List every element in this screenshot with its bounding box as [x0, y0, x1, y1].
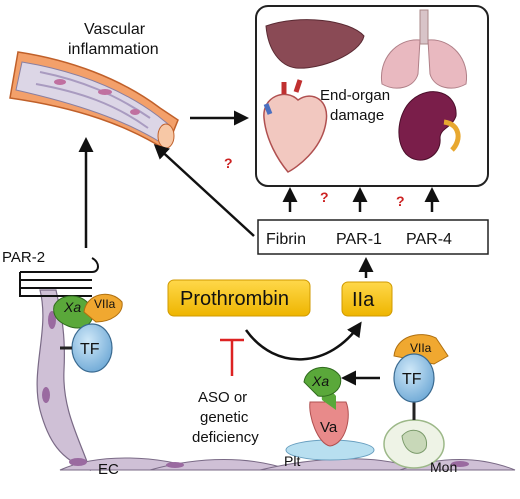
fibrin-label: Fibrin [266, 231, 306, 248]
arrow-receptors-to-vessel [153, 143, 255, 237]
aso-label-2: genetic [200, 409, 249, 426]
ec-xa-label: Xa [63, 299, 81, 315]
plt-va-label: Va [320, 419, 338, 436]
iia-box [341, 281, 393, 317]
lungs-icon [380, 9, 468, 89]
ec-tf-label: TF [80, 341, 100, 358]
question-mark-par1-par4: ? [396, 193, 405, 209]
arrow-prothrombin-to-iia [244, 321, 362, 361]
liver-icon [265, 19, 365, 69]
heart-icon [263, 79, 328, 173]
mon-tf-label: TF [402, 371, 422, 388]
receptor-box [257, 219, 489, 255]
endorgan-label-2: damage [330, 107, 384, 124]
prothrombin-box [167, 279, 311, 317]
vascular-label-2: inflammation [68, 41, 159, 58]
par1-label: PAR-1 [336, 231, 382, 248]
mon-label: Mon [430, 459, 457, 475]
plt-label: Plt [284, 453, 300, 469]
question-mark-fibrin-par1: ? [320, 189, 329, 205]
kidney-icon [398, 91, 461, 161]
par2-receptor-icon [19, 257, 99, 297]
endorgan-label-1: End-organ [320, 87, 390, 104]
par4-label: PAR-4 [406, 231, 452, 248]
question-mark-center: ? [224, 155, 233, 171]
mon-viia-label: VIIa [410, 341, 432, 355]
aso-label-3: deficiency [192, 429, 259, 446]
plt-xa-label: Xa [311, 373, 329, 389]
aso-label-1: ASO or [198, 389, 247, 406]
platelet-complex [285, 367, 375, 461]
vessel-illustration [9, 51, 179, 152]
ec-viia-label: VIIa [94, 297, 116, 311]
monocyte-complex [383, 334, 449, 469]
vascular-label-1: Vascular [84, 21, 146, 38]
ec-label: EC [98, 461, 119, 478]
par2-label: PAR-2 [2, 249, 45, 266]
inhibitor-symbol [220, 338, 244, 376]
endothelial-cells [36, 289, 516, 471]
prothrombin-label: Prothrombin [180, 288, 289, 310]
iia-label: IIa [352, 289, 375, 311]
ec-coagulation-complex [53, 293, 123, 373]
